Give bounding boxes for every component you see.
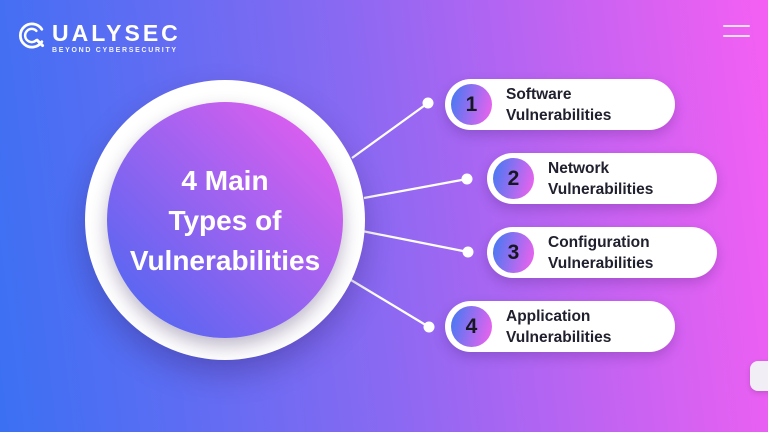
circle-title: 4 Main Types of Vulnerabilities	[130, 161, 320, 281]
connector-line	[361, 229, 469, 254]
connector-line	[363, 177, 468, 200]
card-label-line-2: Vulnerabilities	[548, 180, 654, 198]
card-label-line-1: Software	[506, 85, 572, 103]
connector-line	[350, 279, 430, 328]
vulnerability-card-software: 1 Software Vulnerabilities	[445, 79, 675, 130]
logo-tagline: BEYOND CYBERSECURITY	[52, 47, 178, 54]
connector-dot	[461, 173, 473, 185]
circle-title-line-2: Types of	[168, 205, 282, 236]
central-circle-inner: 4 Main Types of Vulnerabilities	[107, 102, 343, 338]
card-number-badge: 3	[493, 232, 534, 273]
qualysec-logo[interactable]: UALYSEC BEYOND CYBERSECURITY	[17, 20, 181, 54]
edge-widget-button[interactable]	[750, 361, 768, 391]
card-number-badge: 2	[493, 158, 534, 199]
vulnerability-card-application: 4 Application Vulnerabilities	[445, 301, 675, 352]
card-label: Software Vulnerabilities	[506, 84, 611, 126]
circle-title-line-1: 4 Main	[181, 165, 269, 196]
menu-bar	[723, 35, 750, 37]
card-label-line-2: Vulnerabilities	[548, 254, 654, 272]
card-number-badge: 4	[451, 306, 492, 347]
hamburger-menu-icon[interactable]	[723, 25, 750, 37]
card-number-badge: 1	[451, 84, 492, 125]
card-label-line-2: Vulnerabilities	[506, 106, 612, 124]
card-label-line-1: Network	[548, 159, 610, 177]
connector-dot	[422, 97, 434, 109]
logo-wordmark: UALYSEC	[52, 20, 181, 46]
card-label-line-2: Vulnerabilities	[506, 328, 612, 346]
card-label-line-1: Configuration	[548, 233, 650, 251]
menu-bar	[723, 25, 750, 27]
card-label: Application Vulnerabilities	[506, 306, 611, 348]
qualysec-q-icon	[17, 20, 48, 51]
card-label: Configuration Vulnerabilities	[548, 232, 653, 274]
vulnerability-card-configuration: 3 Configuration Vulnerabilities	[487, 227, 717, 278]
circle-title-line-3: Vulnerabilities	[129, 245, 321, 276]
connector-line	[351, 102, 429, 159]
vulnerability-card-network: 2 Network Vulnerabilities	[487, 153, 717, 204]
card-label: Network Vulnerabilities	[548, 158, 653, 200]
card-label-line-1: Application	[506, 307, 591, 325]
central-circle: 4 Main Types of Vulnerabilities	[85, 80, 365, 360]
connector-dot	[462, 246, 474, 258]
connector-dot	[423, 321, 435, 333]
